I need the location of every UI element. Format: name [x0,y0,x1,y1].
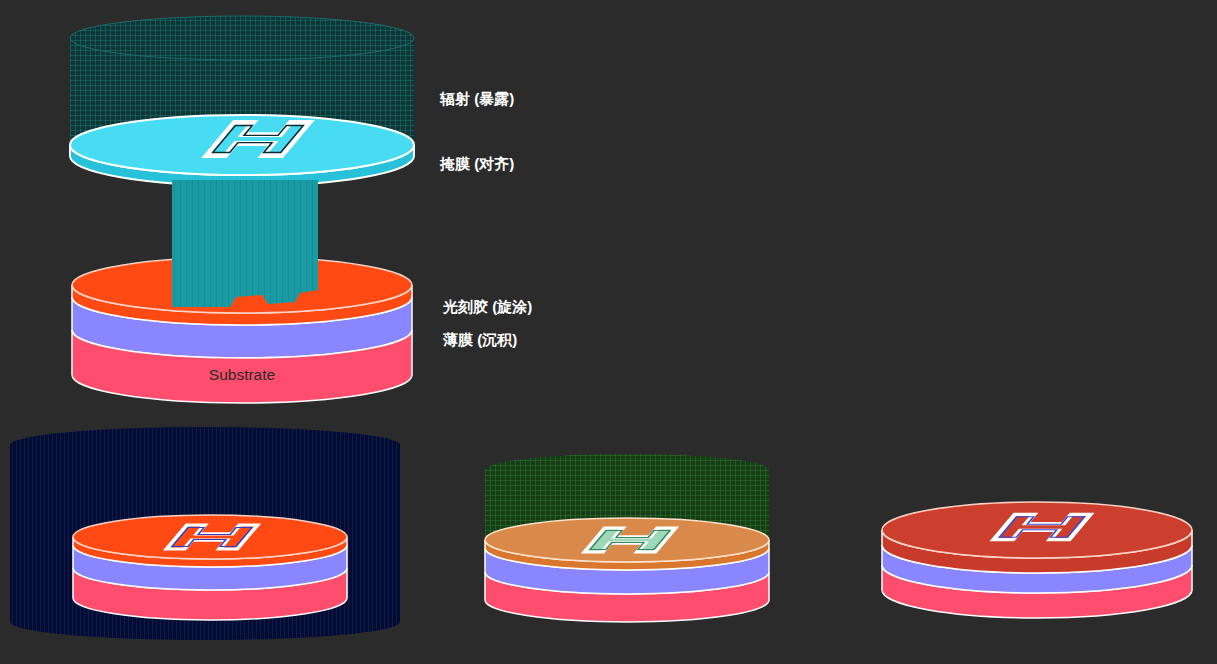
radiation-label: 辐射 (暴露) [440,90,514,108]
pattern-line [172,527,252,546]
mask-pattern-line [213,126,304,153]
mask-pattern [207,123,310,156]
pattern-line [590,530,670,549]
mask-disc [70,115,414,175]
radiation-top [70,16,414,60]
photoresist-top [485,518,769,562]
substrate-band [72,330,412,403]
photoresist-top [73,515,347,559]
developer-top [485,454,769,486]
exposure-beam [172,180,318,307]
substrate-layer: Substrate [72,330,412,403]
wafer-etched [882,502,1192,618]
exposure-glow [10,427,400,640]
wafer-developed [485,454,769,622]
mask-label: 掩膜 (对齐) [440,155,514,173]
film-label: 薄膜 (沉积) [443,331,517,349]
developer-glow [485,454,769,562]
pattern-shape [585,528,675,552]
pattern-shape [994,514,1090,539]
photoresist-label: 光刻胶 (旋涂) [443,298,532,316]
pattern-line [999,517,1084,537]
substrate-text: Substrate [72,366,412,385]
photoresist-top [882,502,1192,558]
pattern-shape [167,525,257,549]
wafer-exposed [10,427,400,640]
mask [70,115,414,186]
